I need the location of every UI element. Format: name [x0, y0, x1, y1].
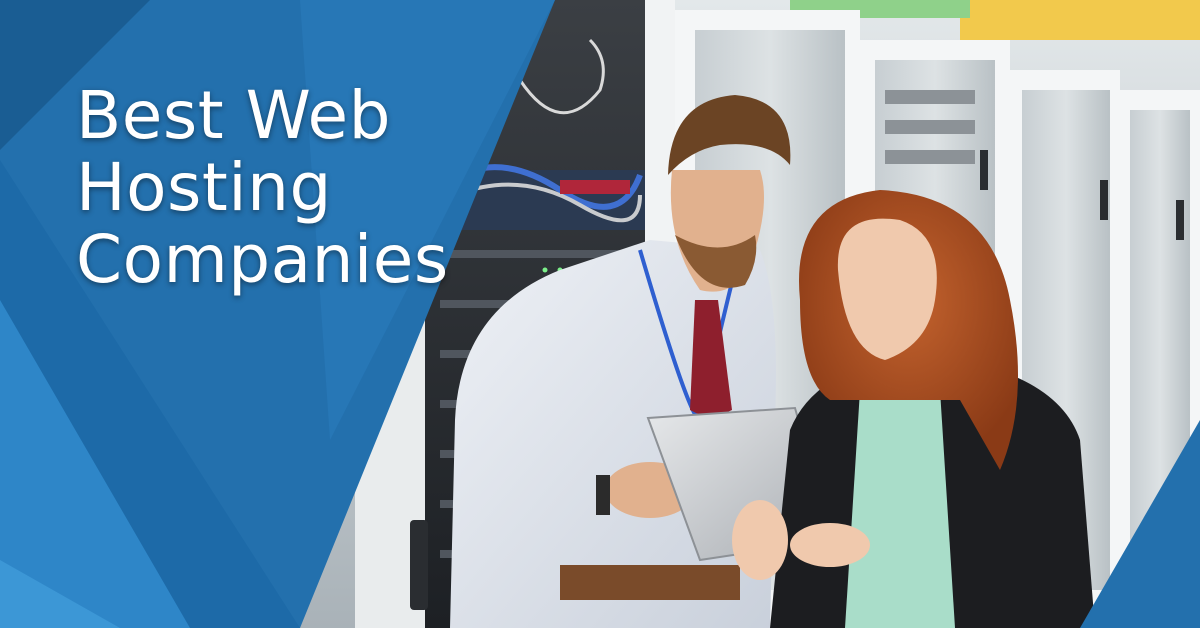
ceiling-light-yellow	[960, 0, 1200, 40]
rack-door-handle	[410, 520, 428, 610]
headline-line-3: Companies	[76, 220, 449, 298]
belt	[560, 565, 740, 600]
wristwatch	[596, 475, 610, 515]
corner-triangle	[1080, 420, 1200, 628]
woman-with-red-hair	[732, 190, 1095, 628]
headline-line-2: Hosting	[76, 148, 332, 226]
hair-man	[668, 95, 791, 175]
necktie	[690, 300, 732, 420]
headline-title: Best Web Hosting Companies	[76, 80, 449, 296]
mint-blouse	[845, 390, 955, 628]
headline-line-1: Best Web	[76, 77, 392, 154]
